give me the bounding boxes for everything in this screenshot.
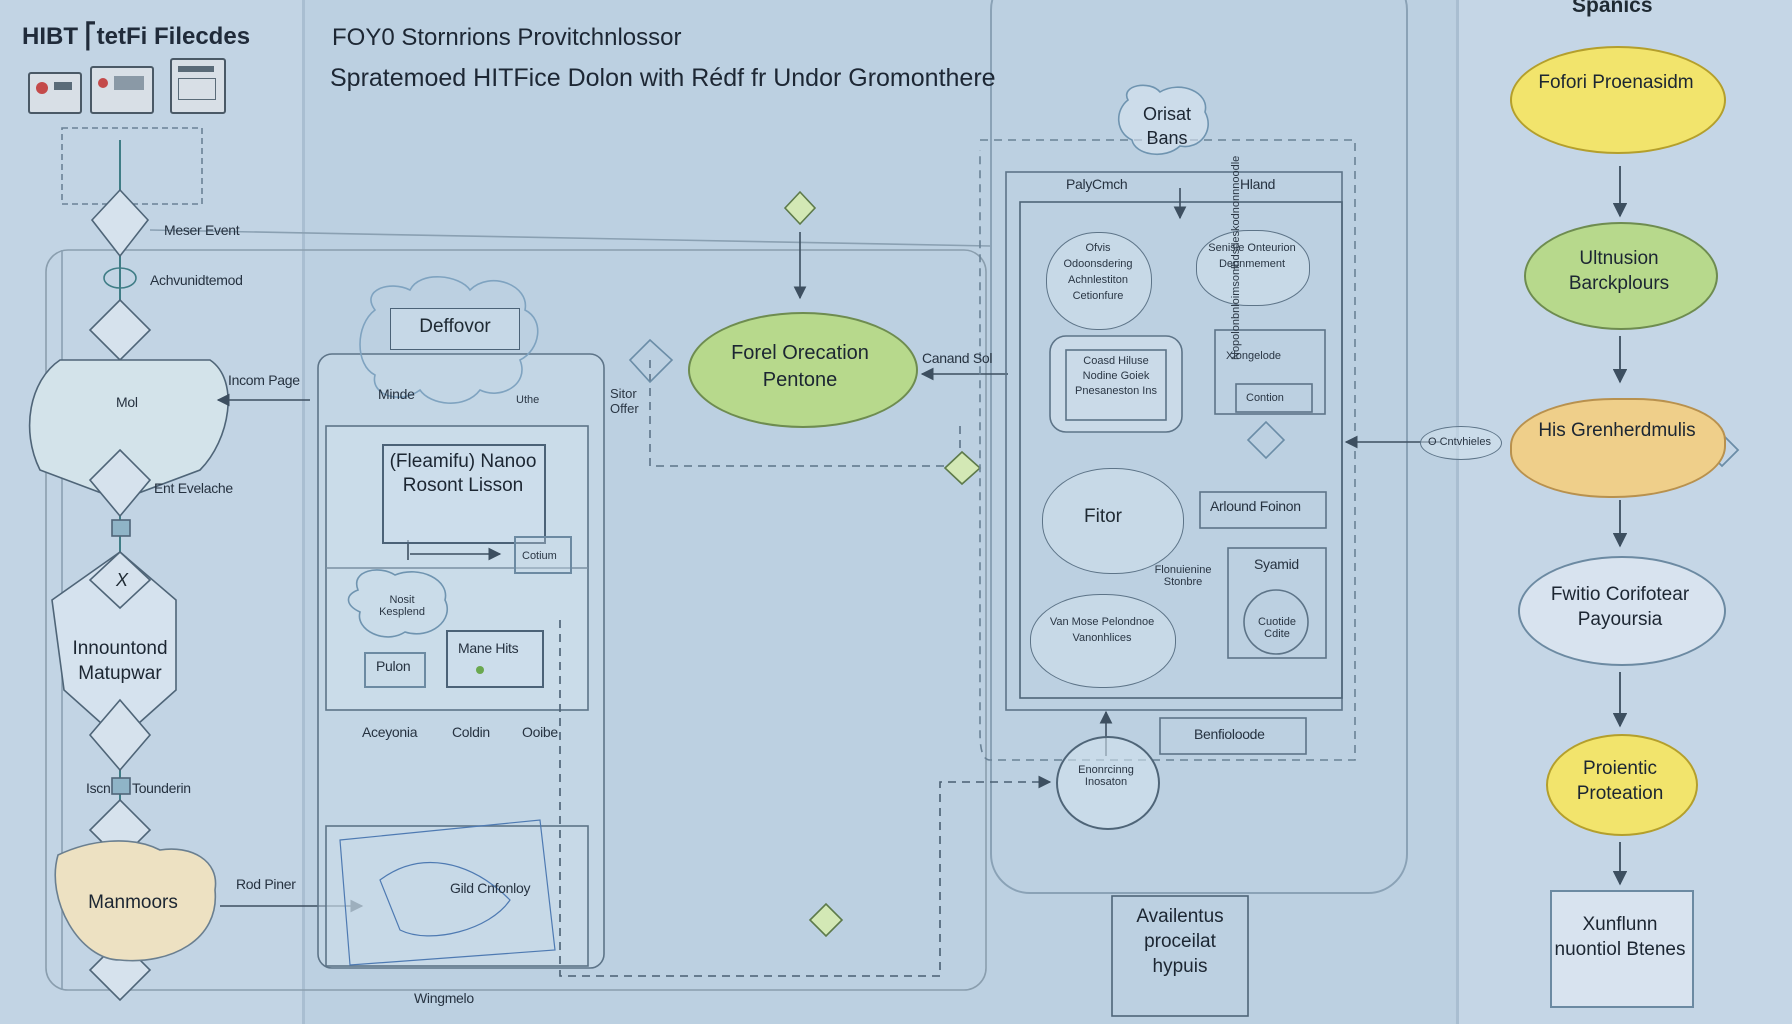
node-manmoors: Manmoors (88, 892, 178, 913)
label-coldin: Coldin (452, 724, 490, 740)
fleamifu-label: (Fleamifu) Nanoo Rosont Lisson (389, 451, 537, 496)
node-ultnusion-label: Ultnusion Barckplours (1568, 248, 1670, 294)
header-title: FOY0 Stornrions Provitchnlossor (332, 24, 682, 51)
fleamifu-box (382, 444, 546, 544)
label-arlound-foinon: Arlound Foinon (1210, 498, 1301, 514)
deffovor-label: Deffovor (419, 316, 491, 337)
right-panel-title: Spanics (1572, 0, 1653, 17)
mane-hits-status-dot (476, 666, 484, 674)
label-aceyonia: Aceyonia (362, 724, 418, 740)
device-icon-2 (90, 66, 154, 114)
label-benfioloode: Benfioloode (1194, 726, 1265, 742)
label-gild-cnfonloy: Gild Cnfonloy (450, 880, 531, 896)
node-fofori (1510, 46, 1726, 154)
node-his-label: His Grenherdmulis (1538, 420, 1696, 441)
header-subtitle: Spratemoed HITFice Dolon with Rédf fr Un… (330, 64, 996, 92)
connector-oval (1420, 426, 1502, 460)
label-minde: Minde (378, 386, 415, 402)
main-region-frame (990, 0, 1408, 894)
label-flonuienine: Flonuienine Stonbre (1154, 564, 1212, 588)
node-fwitio-label: Fwitio Corifotear Payoursia (1550, 584, 1690, 630)
node-fwitio (1518, 556, 1726, 666)
node-forel-orecation (688, 312, 918, 428)
label-cuotide: Cuotide Cdite (1258, 616, 1296, 640)
label-tounderin-prefix: Iscn (86, 780, 111, 796)
center-flow (317, 84, 1440, 1017)
label-senisie: Senisie Onteurion Depnmement (1208, 242, 1296, 270)
label-bottom-circle: Enonrcinng Inosaton (1078, 764, 1134, 788)
node-proientic-label: Proientic Proteation (1576, 758, 1664, 804)
label-mane-hits: Mane Hits (458, 640, 519, 656)
device-icon-3 (170, 58, 226, 114)
mane-hits-box (446, 630, 544, 688)
node-proientic (1546, 734, 1698, 836)
node-fitor (1042, 468, 1184, 574)
right-swimlane (1456, 0, 1792, 1024)
node-orisat-bans: Orisat Bans (1142, 104, 1191, 148)
label-sitor-offer: Sitor Offer (610, 386, 639, 416)
label-pulon: Pulon (376, 658, 411, 674)
label-vertical-text: Nopolonbnloimsonlhdsdeskodnonnnoodle (1230, 155, 1242, 360)
label-hland: Hland (1240, 176, 1276, 192)
label-connector: O Cntvhieles (1428, 436, 1491, 448)
label-wingmelo: Wingmelo (414, 990, 474, 1006)
label-incom-page: Incom Page (228, 372, 300, 388)
label-ofvis: Ofvis Odoonsdering Achnlestiton Cetionfu… (1063, 242, 1133, 302)
label-canand-sol: Canand Sol (922, 350, 993, 366)
label-rod-piner: Rod Piner (236, 876, 296, 892)
label-uthe: Uthe (516, 394, 540, 406)
cotium-box (514, 536, 572, 574)
label-nosit-kesplend: Nosit Kesplend (379, 594, 425, 618)
node-xunflunn (1550, 890, 1694, 1008)
label-mol: Mol (116, 394, 138, 410)
deffovor-box (390, 308, 520, 350)
label-meser-event: Meser Event (164, 222, 240, 238)
pulon-box (364, 652, 426, 688)
label-syamid: Syamid (1254, 556, 1299, 572)
label-paly-cmch: PalyCmch (1066, 176, 1128, 192)
availentus-label: Availentus proceilat hypuis (1136, 906, 1224, 977)
label-achvunid: Achvunidtemod (150, 272, 243, 288)
label-ooibe: Ooibe (522, 724, 558, 740)
label-cotium: Cotium (522, 550, 557, 562)
label-toundorin: Tounderin (132, 780, 191, 796)
forel-orecation-label: Forel Orecation Pentone (731, 342, 869, 391)
label-coasd: Coasd Hiluse Nodine Goiek Pnesaneston In… (1075, 355, 1157, 397)
node-his (1510, 398, 1726, 498)
left-flow (28, 127, 991, 1002)
node-ofvis (1046, 232, 1152, 330)
label-xlongelode: Xlongelode (1226, 350, 1282, 362)
label-contion: Contion (1246, 392, 1284, 404)
label-ent-evalche: Ent Evelache (154, 480, 233, 496)
node-innountond: Innountond Matupwar (72, 638, 168, 684)
node-bottom-circle (1056, 736, 1160, 830)
left-panel-title: HIBT ⎡tetFi Filecdes (22, 23, 251, 50)
node-ultnusion (1524, 222, 1718, 330)
node-van-mose (1030, 594, 1176, 688)
label-van-mose: Van Mose Pelondnoe Vanonhlices (1049, 616, 1155, 644)
device-icon-1 (28, 72, 82, 114)
label-fitor: Fitor (1084, 506, 1122, 527)
node-fofori-label: Fofori Proenasidm (1538, 72, 1694, 93)
label-x-mark: X (116, 570, 129, 590)
node-xunflunn-label: Xunflunn nuontiol Btenes (1554, 914, 1686, 960)
node-senisie (1196, 230, 1310, 306)
